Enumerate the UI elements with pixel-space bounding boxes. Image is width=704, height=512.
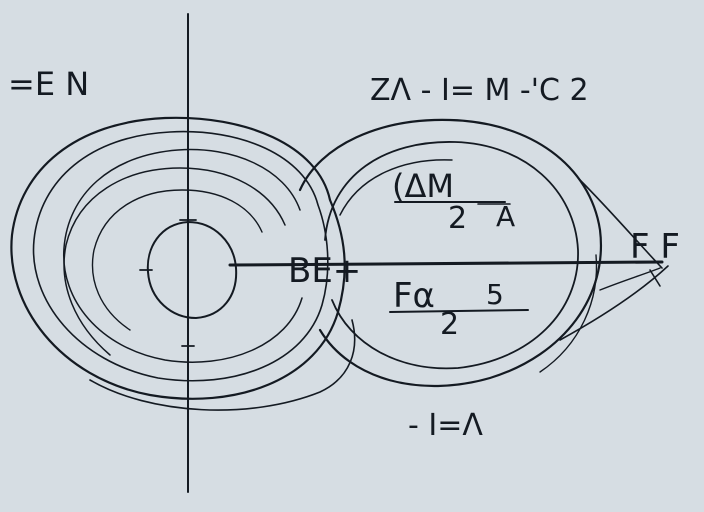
label-center: BE+	[288, 251, 361, 291]
label-top-right: ZΛ - I= M -'C 2	[370, 73, 589, 108]
left-inner-circle	[146, 221, 238, 319]
right-loop-outer	[298, 118, 603, 388]
left-loop-ring-3	[63, 148, 303, 363]
lower-fraction-bar	[389, 309, 529, 313]
right-loop	[298, 118, 669, 388]
label-bottom: - I=Λ	[408, 408, 483, 443]
right-funnel-upper	[579, 179, 663, 269]
label-top-left: =E N	[8, 65, 89, 103]
right-funnel-inner	[599, 267, 661, 291]
left-loop-lower-sweep	[89, 319, 356, 411]
left-loop-ring-4	[63, 167, 286, 356]
label-upper-fraction-numerator: (ΔM	[392, 167, 454, 205]
left-loop-ring-2	[32, 130, 329, 382]
right-funnel-tick	[649, 269, 661, 287]
label-lower-fraction-result: 5	[486, 278, 504, 311]
label-upper-fraction-result: A	[496, 200, 515, 233]
horizontal-axis-line	[228, 260, 664, 267]
left-loop-ring-5	[91, 189, 263, 331]
label-lower-fraction-numerator: Fα	[393, 276, 435, 316]
label-right-end: F F	[630, 227, 680, 267]
label-lower-fraction-denominator: 2	[440, 307, 459, 342]
right-funnel-lower	[559, 265, 669, 341]
right-loop-shadow	[539, 254, 598, 373]
label-upper-fraction-denominator: 2	[448, 201, 467, 236]
right-loop-ring-2	[324, 141, 579, 370]
right-loop-ring-3	[339, 159, 453, 216]
